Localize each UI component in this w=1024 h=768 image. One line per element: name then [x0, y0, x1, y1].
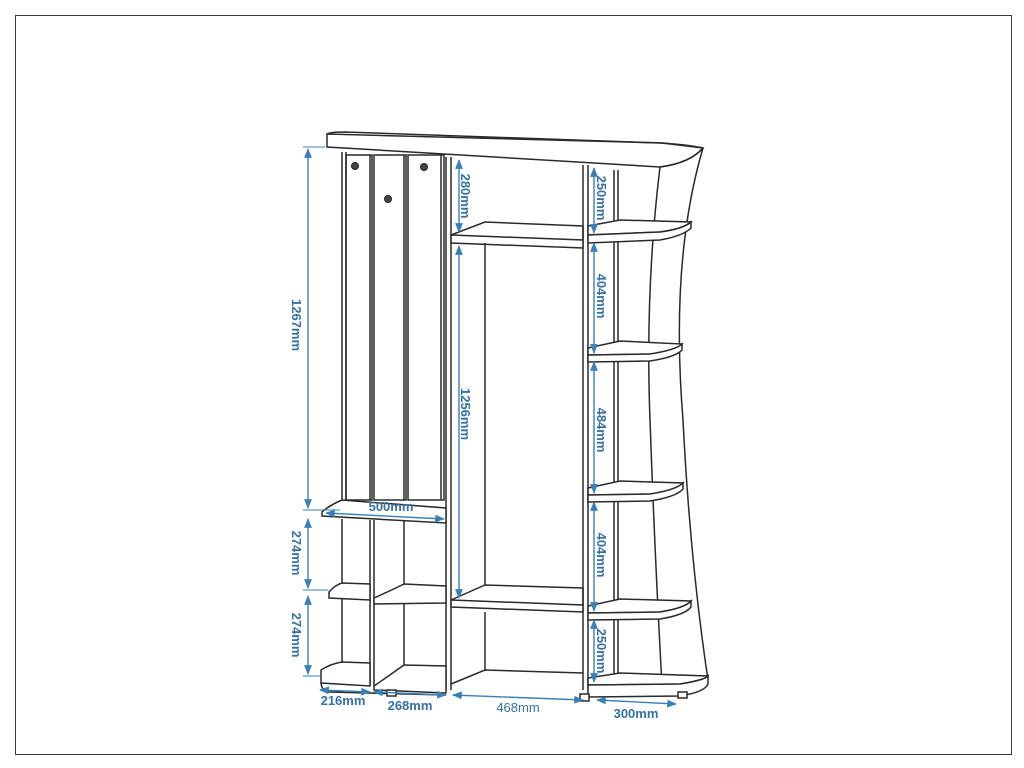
label-right-2: 404mm [594, 274, 609, 319]
label-right-5: 250mm [594, 629, 609, 674]
center-bottom-shelf [450, 599, 584, 613]
label-hanger-height: 1256mm [458, 388, 473, 440]
door-strip-3 [407, 154, 445, 501]
dim-bottom-1 [319, 686, 371, 696]
label-left-shelf-width: 500mm [369, 499, 414, 514]
dim-bottom-3 [452, 691, 584, 704]
top-panel [326, 133, 705, 168]
left-shelf-mid [328, 582, 371, 601]
label-bottom-4: 300mm [614, 706, 659, 721]
left-bottom-plinth [320, 661, 371, 687]
label-right-3: 484mm [594, 408, 609, 453]
hanger-shelf [450, 234, 584, 249]
label-total-height: 1267mm [289, 299, 304, 351]
dim-bottom-2 [373, 688, 447, 699]
door-strip-1 [345, 154, 373, 501]
hook-icon [351, 162, 428, 203]
door-strip-2 [373, 154, 407, 501]
label-bottom-1: 216mm [321, 693, 366, 708]
label-left-lower-2: 274mm [289, 613, 304, 658]
dim-bottom-4 [596, 696, 677, 708]
dim-left-shelf-width [325, 509, 445, 523]
label-bottom-2: 268mm [388, 698, 433, 713]
label-bottom-3: 468mm [496, 700, 539, 715]
label-hanger-top: 280mm [458, 174, 473, 219]
label-right-1: 250mm [594, 176, 609, 221]
label-right-4: 404mm [594, 533, 609, 578]
drawing-frame [15, 15, 1012, 755]
label-left-lower-1: 274mm [289, 531, 304, 576]
